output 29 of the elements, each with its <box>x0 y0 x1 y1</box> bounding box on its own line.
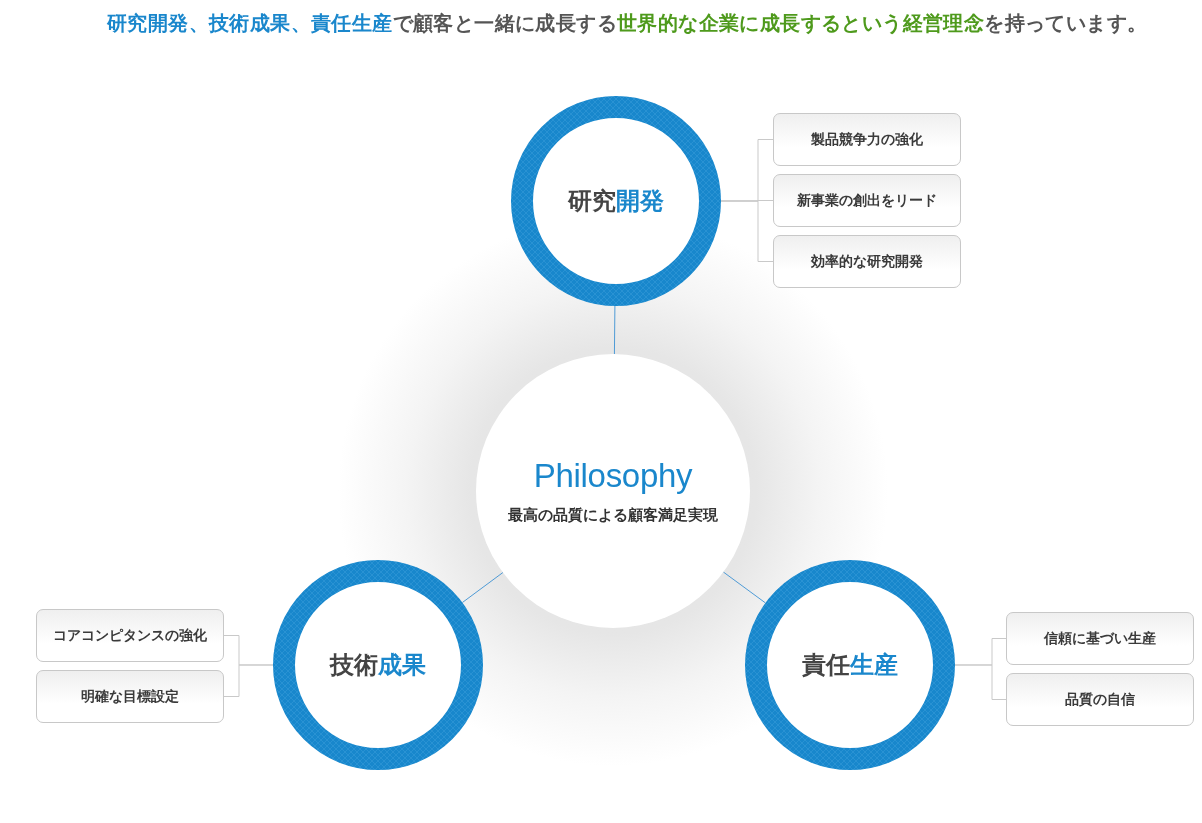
ring-circle <box>745 560 955 770</box>
hub-title: Philosophy <box>533 457 693 495</box>
box-label: 新事業の創出をリード <box>797 192 937 209</box>
box-label: 信頼に基づい生産 <box>1044 630 1156 647</box>
rounded-box <box>36 609 224 662</box>
connector-line <box>720 200 774 262</box>
connector-line <box>613 305 616 355</box>
box-label: 製品競争力の強化 <box>811 131 923 148</box>
circle-title: 責任生産 <box>802 650 898 680</box>
ring-circle <box>273 560 483 770</box>
hub-subtitle: 最高の品質による顧客満足実現 <box>508 506 718 525</box>
ring-circle <box>511 96 721 306</box>
rounded-box <box>1006 612 1194 665</box>
rounded-box <box>36 670 224 723</box>
circle-title: 技術成果 <box>330 650 426 680</box>
connector-line <box>461 572 504 603</box>
box-label: 効率的な研究開発 <box>811 253 923 270</box>
rounded-box <box>773 235 961 288</box>
rounded-box <box>1006 673 1194 726</box>
connector-line <box>954 664 1007 700</box>
rounded-box <box>773 174 961 227</box>
rounded-box <box>773 113 961 166</box>
connector-line <box>722 571 766 604</box>
box-label: 品質の自信 <box>1065 691 1135 708</box>
box-label: 明確な目標設定 <box>81 688 179 705</box>
page-heading: 研究開発、技術成果、責任生産で顧客と一緒に成長する世界的な企業に成長するという経営理念を持っています。 <box>107 10 1148 37</box>
circle-title: 研究開発 <box>568 186 664 216</box>
box-label: コアコンピタンスの強化 <box>53 627 207 644</box>
connector-line <box>223 664 274 697</box>
